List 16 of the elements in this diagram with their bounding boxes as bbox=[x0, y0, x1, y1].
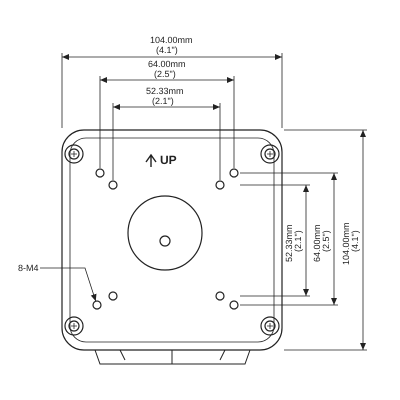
dimension-label: (2.5") bbox=[154, 69, 176, 79]
dimension-label: 104.00mm bbox=[341, 222, 351, 265]
leader-line bbox=[40, 268, 96, 302]
dimension-label: (4.1") bbox=[350, 230, 360, 252]
callout-label: 8-M4 bbox=[18, 263, 39, 273]
dimension-label: (2.1") bbox=[152, 96, 174, 106]
dimension-label: (4.1") bbox=[156, 45, 178, 55]
dimension-label: 64.00mm bbox=[312, 224, 322, 262]
dimension-label: 52.33mm bbox=[284, 224, 294, 262]
dimension-label: 64.00mm bbox=[148, 59, 186, 69]
dimension-label: 104.00mm bbox=[150, 35, 193, 45]
dimension-label: 52.33mm bbox=[146, 86, 184, 96]
screw-hole bbox=[92, 300, 102, 310]
dimension-label: (2.5") bbox=[321, 230, 331, 252]
orientation-label: UP bbox=[160, 154, 177, 167]
dimension-label: (2.1") bbox=[293, 230, 303, 252]
